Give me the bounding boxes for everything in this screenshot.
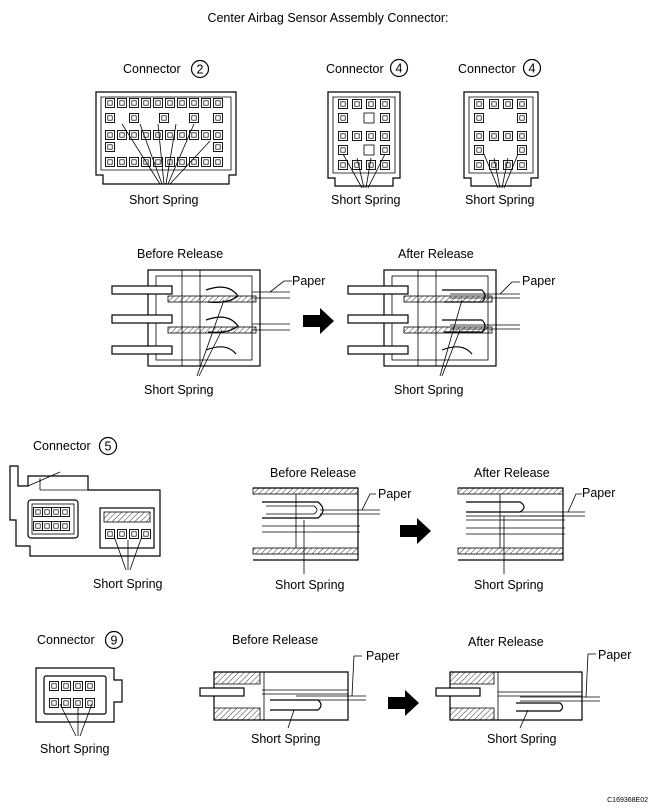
connector-2-group: Connector 2 — [95, 59, 237, 207]
connector-5-pointer-lines — [113, 535, 143, 571]
connector-9-number-circle — [104, 630, 124, 650]
sideview-after-paper-label: Paper — [522, 274, 555, 288]
connector-5-before-body — [252, 487, 360, 561]
connector-9-before-paper-label: Paper — [366, 649, 399, 663]
connector-5-after-group: After Release Paper Short Spring — [457, 466, 615, 592]
sideview-after-title: After Release — [398, 247, 474, 261]
connector-9-before-group: Before Release Paper Short Spring — [199, 633, 399, 746]
connector-5-before-paper — [320, 493, 380, 515]
connector-5-before-title: Before Release — [270, 466, 356, 480]
connector-4b-group: Connector 4 Short Spring — [458, 58, 542, 207]
connector-5-short-spring-label: Short Spring — [93, 577, 163, 591]
connector-9-before-title: Before Release — [232, 633, 318, 647]
connector-5-number: 5 — [105, 440, 112, 454]
sideview-before-paper — [252, 280, 292, 331]
connector-9-after-short-spring-label: Short Spring — [487, 732, 557, 746]
connector-5-after-short-spring-label: Short Spring — [474, 578, 544, 592]
sideview-after-body — [347, 269, 497, 367]
sideview-before-group: Before Release Paper S — [111, 247, 325, 397]
connector-4a-label: Connector — [326, 62, 384, 76]
release-arrow-9-icon — [388, 690, 419, 716]
connector-9-before-body — [199, 671, 349, 721]
connector-2-number: 2 — [197, 63, 204, 77]
sideview-before-paper-label: Paper — [292, 274, 325, 288]
connector-4a-pointer-lines — [342, 153, 386, 189]
diagram-title: Center Airbag Sensor Assembly Connector: — [207, 11, 448, 25]
connector-4b-number: 4 — [529, 62, 536, 76]
connector-2-label: Connector — [123, 62, 181, 76]
sideview-after-short-spring-label: Short Spring — [394, 383, 464, 397]
connector-9-body — [35, 667, 123, 723]
connector-2-body — [95, 91, 237, 185]
connector-2-pointer-lines — [121, 123, 211, 185]
connector-4a-body — [327, 91, 401, 187]
sideview-before-pointer-lines — [196, 299, 225, 377]
connector-4b-pointer-lines — [483, 153, 519, 189]
connector-4b-short-spring-label: Short Spring — [465, 193, 535, 207]
connector-9-after-pointer-line — [519, 709, 529, 729]
connector-2-short-spring-label: Short Spring — [129, 193, 199, 207]
connector-5-before-paper-label: Paper — [378, 487, 411, 501]
figure-code: C169368E02 — [607, 797, 648, 804]
connector-9-before-paper — [296, 655, 366, 701]
sideview-before-title: Before Release — [137, 247, 223, 261]
connector-4b-body — [463, 91, 539, 187]
connector-9-pointer-lines — [59, 703, 93, 737]
sideview-before-body — [111, 269, 261, 367]
release-arrow-icon — [303, 308, 334, 334]
sideview-before-short-spring-label: Short Spring — [144, 383, 214, 397]
connector-9-after-body — [435, 671, 583, 721]
connector-9-after-title: After Release — [468, 635, 544, 649]
connector-4a-number: 4 — [396, 62, 403, 76]
connector-5-after-paper — [520, 493, 585, 517]
connector-4b-label: Connector — [458, 62, 516, 76]
connector-9-after-group: After Release Paper Short Spring — [435, 635, 631, 746]
connector-5-after-title: After Release — [474, 466, 550, 480]
connector-5-body — [9, 465, 161, 557]
connector-4a-short-spring-label: Short Spring — [331, 193, 401, 207]
connector-4a-number-circle — [389, 58, 409, 78]
sideview-after-group: After Release Paper Short Spr — [347, 247, 555, 397]
connector-5-after-body — [457, 487, 565, 561]
connector-5-before-group: Before Release Paper Short Spring — [252, 466, 411, 592]
sideview-after-pointer-lines — [439, 299, 463, 377]
connector-9-after-paper — [520, 653, 600, 702]
connector-5-group: Connector 5 Short Spring — [9, 436, 163, 591]
release-arrow-5-icon — [400, 518, 431, 544]
connector-9-before-short-spring-label: Short Spring — [251, 732, 321, 746]
connector-9-after-paper-label: Paper — [598, 648, 631, 662]
connector-4b-number-circle — [522, 58, 542, 78]
connector-9-label: Connector — [37, 633, 95, 647]
connector-9-before-pointer-line — [287, 709, 295, 729]
connector-2-number-circle — [190, 59, 210, 79]
connector-5-label: Connector — [33, 439, 91, 453]
connector-5-number-circle — [98, 436, 118, 456]
sideview-after-paper — [450, 281, 520, 330]
connector-9-number: 9 — [111, 634, 118, 648]
connector-5-after-paper-label: Paper — [582, 486, 615, 500]
connector-9-group: Connector 9 Short Spring — [35, 630, 124, 756]
connector-4a-group: Connector 4 Short Spring — [326, 58, 409, 207]
connector-5-before-short-spring-label: Short Spring — [275, 578, 345, 592]
connector-9-short-spring-label: Short Spring — [40, 742, 110, 756]
